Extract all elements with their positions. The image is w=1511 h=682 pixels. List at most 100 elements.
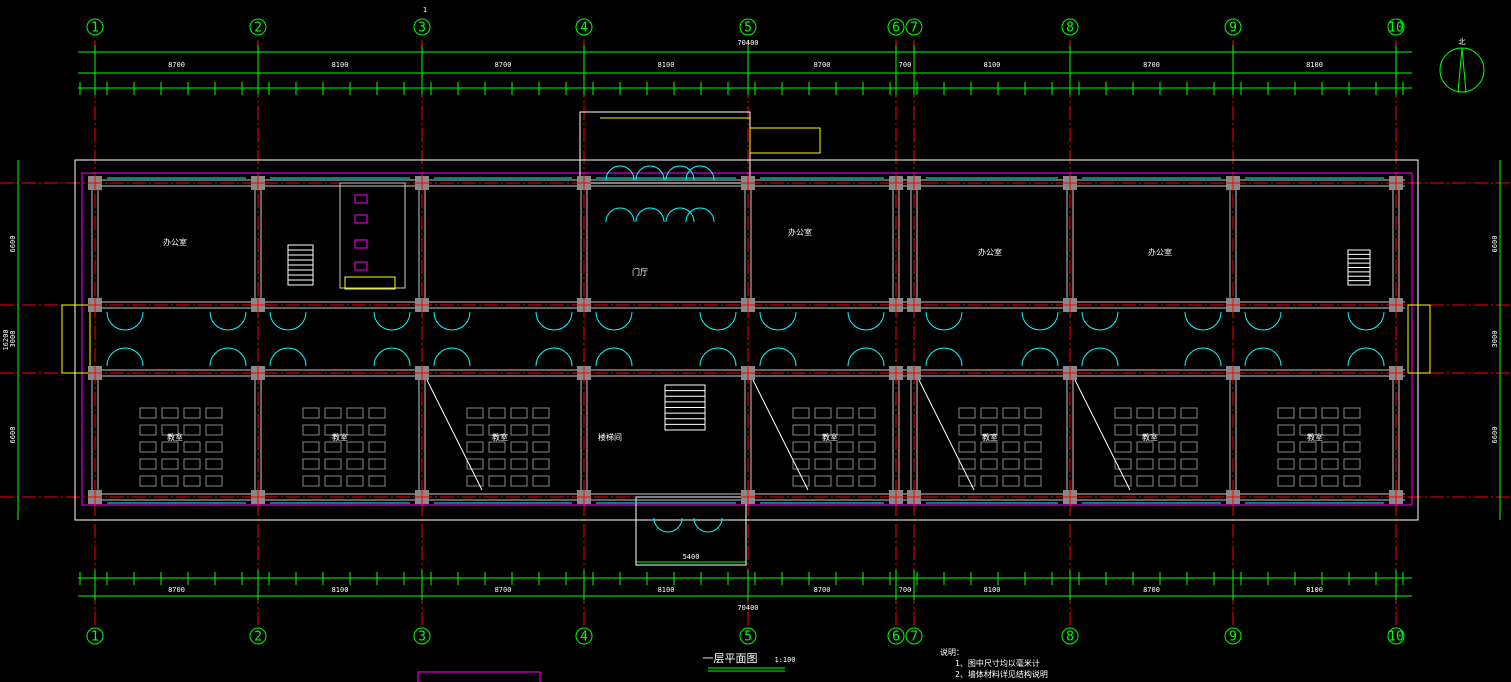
axis-label: 4 (580, 21, 588, 36)
door-swing (535, 311, 573, 331)
door-swing (269, 347, 307, 367)
notes-heading: 说明： (940, 647, 964, 657)
section-mark: 1 (423, 6, 427, 14)
axis-bubble (1061, 627, 1079, 645)
desk (161, 407, 179, 419)
legend-table (417, 671, 541, 682)
side-dimension: 6600 (1491, 427, 1499, 444)
span-dimension: 8700 (814, 586, 831, 594)
desk (488, 441, 506, 453)
door-swing (1244, 347, 1282, 367)
desk (1114, 475, 1132, 487)
door-swing (595, 347, 633, 367)
desk (1024, 458, 1042, 470)
door-swing (1184, 347, 1222, 367)
axis-bubble (575, 627, 593, 645)
desk (368, 475, 386, 487)
building-outline (74, 159, 1419, 521)
desk (1277, 407, 1295, 419)
desk (958, 424, 976, 436)
entrance-door-swing (635, 207, 665, 223)
desk (466, 424, 484, 436)
desk (1277, 441, 1295, 453)
door-swing (373, 347, 411, 367)
desk (1299, 424, 1317, 436)
room-label: 办公室 (1148, 247, 1172, 257)
room-label: 办公室 (788, 227, 812, 237)
door-swing (1081, 347, 1119, 367)
desk (1114, 441, 1132, 453)
drawing-title: 一层平面图 (703, 652, 758, 665)
axis-label: 5 (744, 630, 752, 645)
desk (836, 407, 854, 419)
axis-bubble (249, 627, 267, 645)
axis-bubble (1387, 627, 1405, 645)
desk (1180, 475, 1198, 487)
room-label: 办公室 (163, 237, 187, 247)
desk (510, 424, 528, 436)
desk (466, 475, 484, 487)
desk (1180, 407, 1198, 419)
axis-label: 1 (91, 630, 99, 645)
desk (161, 441, 179, 453)
desk (1343, 441, 1361, 453)
desk (980, 441, 998, 453)
door-swing (847, 311, 885, 331)
axis-label: 9 (1229, 630, 1237, 645)
south-entrance-porch (635, 496, 747, 566)
desk (792, 458, 810, 470)
desk (205, 407, 223, 419)
desk (324, 475, 342, 487)
span-dimension: 8700 (814, 61, 831, 69)
axis-bubble (887, 18, 905, 36)
door-swing (699, 347, 737, 367)
desk (1343, 407, 1361, 419)
desk (1343, 458, 1361, 470)
desk (814, 458, 832, 470)
desk (836, 441, 854, 453)
door-swing (1021, 311, 1059, 331)
span-dimension: 8100 (658, 586, 675, 594)
desk (814, 441, 832, 453)
axis-label: 3 (418, 630, 426, 645)
desk (814, 407, 832, 419)
door-swing (535, 347, 573, 367)
desk (183, 475, 201, 487)
door-swing (925, 311, 963, 331)
door-swing (759, 311, 797, 331)
axis-bubble (887, 627, 905, 645)
desk (183, 458, 201, 470)
door-swing (925, 347, 963, 367)
desk (836, 475, 854, 487)
room-label: 教室 (167, 432, 183, 442)
axis-label: 8 (1066, 21, 1074, 36)
desk (368, 458, 386, 470)
desk (1299, 458, 1317, 470)
desk (139, 407, 157, 419)
desk (510, 407, 528, 419)
desk (139, 475, 157, 487)
desk (1136, 424, 1154, 436)
entrance-door-swing (605, 165, 635, 181)
axis-bubble (905, 18, 923, 36)
desk (532, 458, 550, 470)
room-label: 门厅 (632, 267, 648, 277)
desk (302, 475, 320, 487)
door-swing (1347, 347, 1385, 367)
north-arrow-circle (1439, 47, 1485, 93)
desk (205, 458, 223, 470)
side-dimension: 6600 (9, 236, 17, 253)
axis-label: 8 (1066, 630, 1074, 645)
desk (1343, 475, 1361, 487)
diagonal-line (918, 379, 975, 491)
sink-counter (344, 276, 396, 290)
desk (1158, 424, 1176, 436)
entrance-door-swing (635, 165, 665, 181)
desk (346, 424, 364, 436)
entrance-door-swing (685, 207, 715, 223)
axis-label: 5 (744, 21, 752, 36)
toilet-fixture (354, 214, 368, 224)
north-entrance-canopy (579, 111, 751, 184)
